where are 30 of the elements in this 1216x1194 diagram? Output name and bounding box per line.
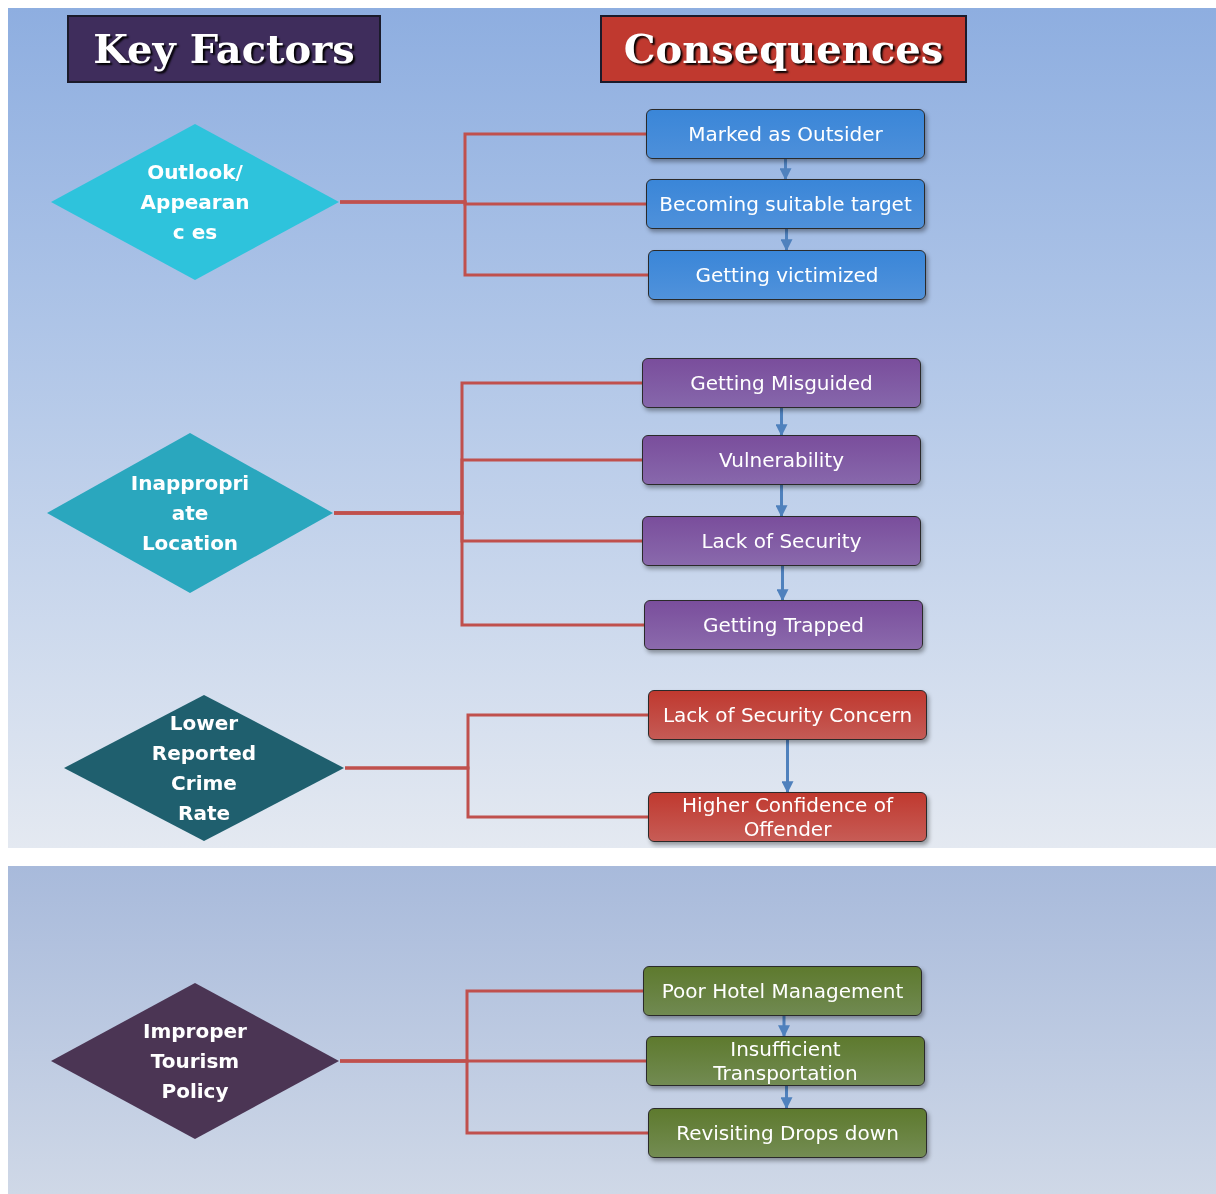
consequence-box: Higher Confidence of Offender — [648, 792, 927, 842]
arrow — [780, 229, 793, 252]
connector-line — [345, 766, 648, 819]
arrow — [781, 740, 794, 794]
arrow — [780, 1086, 793, 1110]
arrow — [775, 485, 788, 518]
consequence-box: Lack of Security Concern — [648, 690, 927, 740]
factor-diamond: Improper Tourism Policy — [50, 982, 340, 1140]
factor-diamond: Lower Reported Crime Rate — [63, 694, 345, 842]
consequence-box: Getting Trapped — [644, 600, 923, 650]
connector-line — [340, 1059, 648, 1135]
consequence-box: Poor Hotel Management — [643, 966, 922, 1016]
consequence-box: Revisiting Drops down — [648, 1108, 927, 1158]
connector-line — [334, 511, 644, 627]
consequence-box: Vulnerability — [642, 435, 921, 485]
factor-diamond: Outlook/ Appearanc es — [50, 123, 340, 281]
consequence-box: Becoming suitable target — [646, 179, 925, 229]
arrow — [776, 566, 789, 602]
consequence-box: Marked as Outsider — [646, 109, 925, 159]
consequence-box: Getting victimized — [648, 250, 926, 300]
heading-box: Key Factors — [67, 15, 381, 83]
arrow — [779, 159, 792, 181]
connector-line — [340, 200, 648, 277]
factor-diamond: Inappropri ate Location — [46, 432, 334, 594]
arrow — [778, 1016, 790, 1038]
arrow — [775, 408, 788, 437]
consequence-box: Insufficient Transportation — [646, 1036, 925, 1086]
consequence-box: Lack of Security — [642, 516, 921, 566]
heading-box: Consequences — [600, 15, 967, 83]
consequence-box: Getting Misguided — [642, 358, 921, 408]
